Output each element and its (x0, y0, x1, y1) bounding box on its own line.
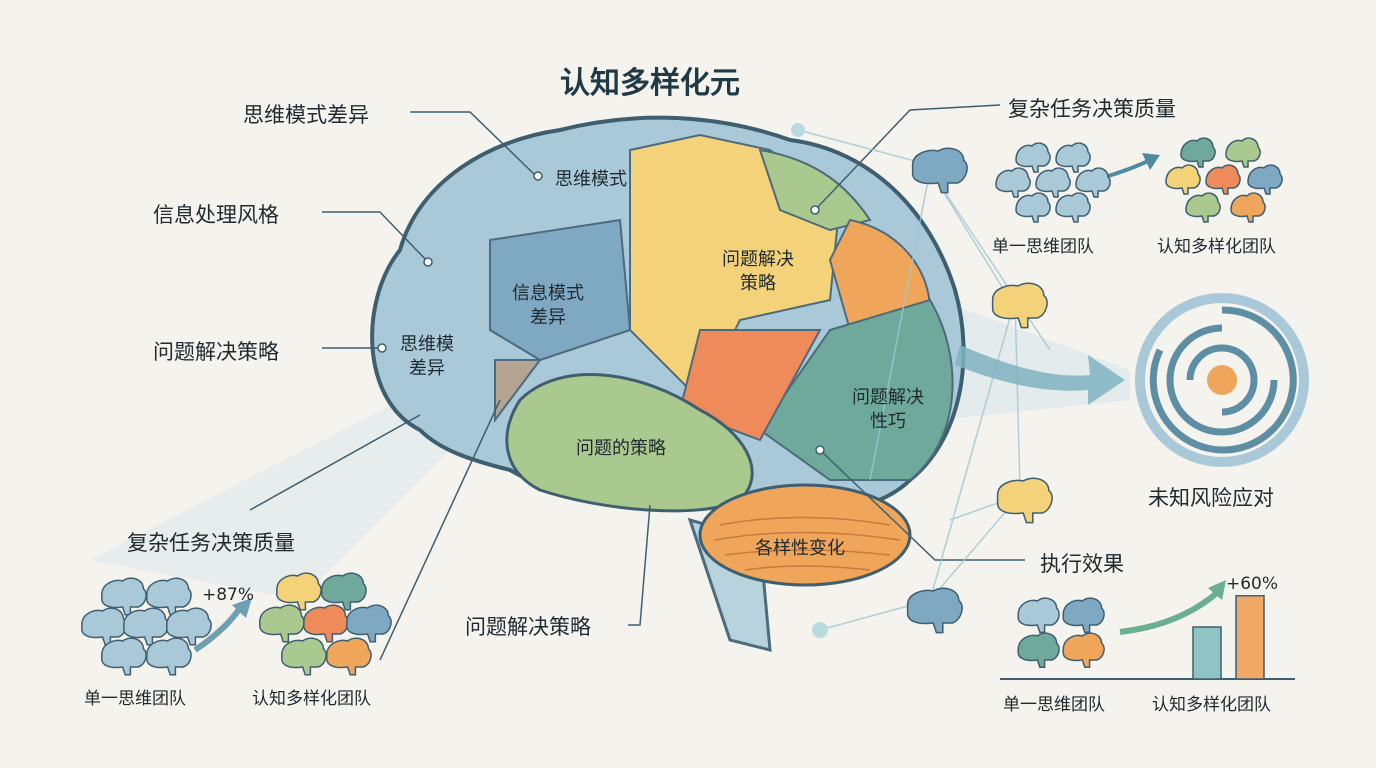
right-bottom-team-single: 单一思维团队 (1003, 695, 1105, 715)
brain-icon (101, 577, 147, 616)
brain-icon (991, 282, 1048, 329)
label-thinking-mode-diff: 思维模式差异 (243, 103, 369, 127)
brain-icon (281, 637, 327, 676)
maze-center (1207, 365, 1237, 395)
brain-icon (995, 167, 1031, 198)
region-thinking-2: 差异 (409, 358, 445, 379)
region-skill-1: 问题解决 (852, 387, 924, 408)
region-problem-strategy: 问题的策略 (576, 438, 666, 459)
left-panel-heading: 复杂任务决策质量 (127, 531, 295, 555)
brain-icon (1075, 167, 1111, 198)
right-top-heading: 复杂任务决策质量 (1008, 97, 1176, 121)
region-thinking-mode: 思维模式 (555, 169, 627, 190)
maze-icon (1135, 293, 1309, 467)
brain-icon (1062, 632, 1105, 668)
brain-icon (1035, 167, 1071, 198)
right-bottom-heading: 执行效果 (1040, 552, 1124, 576)
left-team-diverse: 认知多样化团队 (252, 689, 371, 709)
region-info-mode-1: 信息模式 (512, 283, 584, 304)
bar-1 (1235, 595, 1265, 680)
brain-icon (101, 637, 147, 676)
brain-icon (1205, 164, 1241, 195)
brain-icon (1015, 192, 1051, 223)
brain-icon (996, 477, 1053, 524)
brain-icon (911, 147, 968, 194)
brain-icon (1180, 137, 1216, 168)
brain-icon (1015, 142, 1051, 173)
region-skill-2: 性巧 (870, 411, 906, 432)
region-diversity-change: 各样性变化 (755, 538, 845, 559)
maze-label: 未知风险应对 (1148, 486, 1274, 510)
brain-icon (1017, 632, 1060, 668)
brain-icon (259, 604, 305, 643)
left-team-single: 单一思维团队 (84, 689, 186, 709)
brain-icon (1230, 192, 1266, 223)
brain-icon (146, 637, 192, 676)
brain-icon (1062, 597, 1105, 633)
brain-icon (346, 604, 392, 643)
right-top-team-single: 单一思维团队 (992, 237, 1094, 257)
brain-icon (1165, 164, 1201, 195)
region-info-mode-2: 差异 (530, 307, 566, 328)
brain-icon (906, 587, 963, 634)
region-thinking-1: 思维模 (400, 334, 454, 355)
cerebellum (698, 483, 912, 587)
region-strategy-1: 问题解决 (722, 249, 794, 270)
brain-icon (1017, 597, 1060, 633)
brain-icon (1055, 192, 1091, 223)
page-title: 认知多样化元 (560, 66, 740, 101)
brain-icon (146, 577, 192, 616)
right-bottom-change: +60% (1226, 574, 1279, 594)
label-bottom-problem-solving: 问题解决策略 (465, 615, 591, 639)
brain-icon (166, 607, 212, 646)
brain-icon (321, 572, 367, 611)
brain-icon (1247, 164, 1283, 195)
left-panel-change: +87% (202, 585, 255, 605)
brain-icon (276, 572, 322, 611)
label-info-processing: 信息处理风格 (153, 203, 279, 227)
right-top-team-diverse: 认知多样化团队 (1157, 237, 1276, 257)
right-bottom-team-diverse: 认知多样化团队 (1152, 695, 1271, 715)
region-strategy-2: 策略 (740, 273, 776, 294)
brain-icon (326, 637, 372, 676)
brain-icon (1185, 192, 1221, 223)
brain-icon (1225, 137, 1261, 168)
bar-0 (1192, 626, 1222, 680)
brain-icon (303, 604, 349, 643)
brain-icon (1055, 142, 1091, 173)
label-problem-solving: 问题解决策略 (153, 340, 279, 364)
arrow-to-maze (955, 345, 1125, 405)
brain-icon (81, 607, 127, 646)
